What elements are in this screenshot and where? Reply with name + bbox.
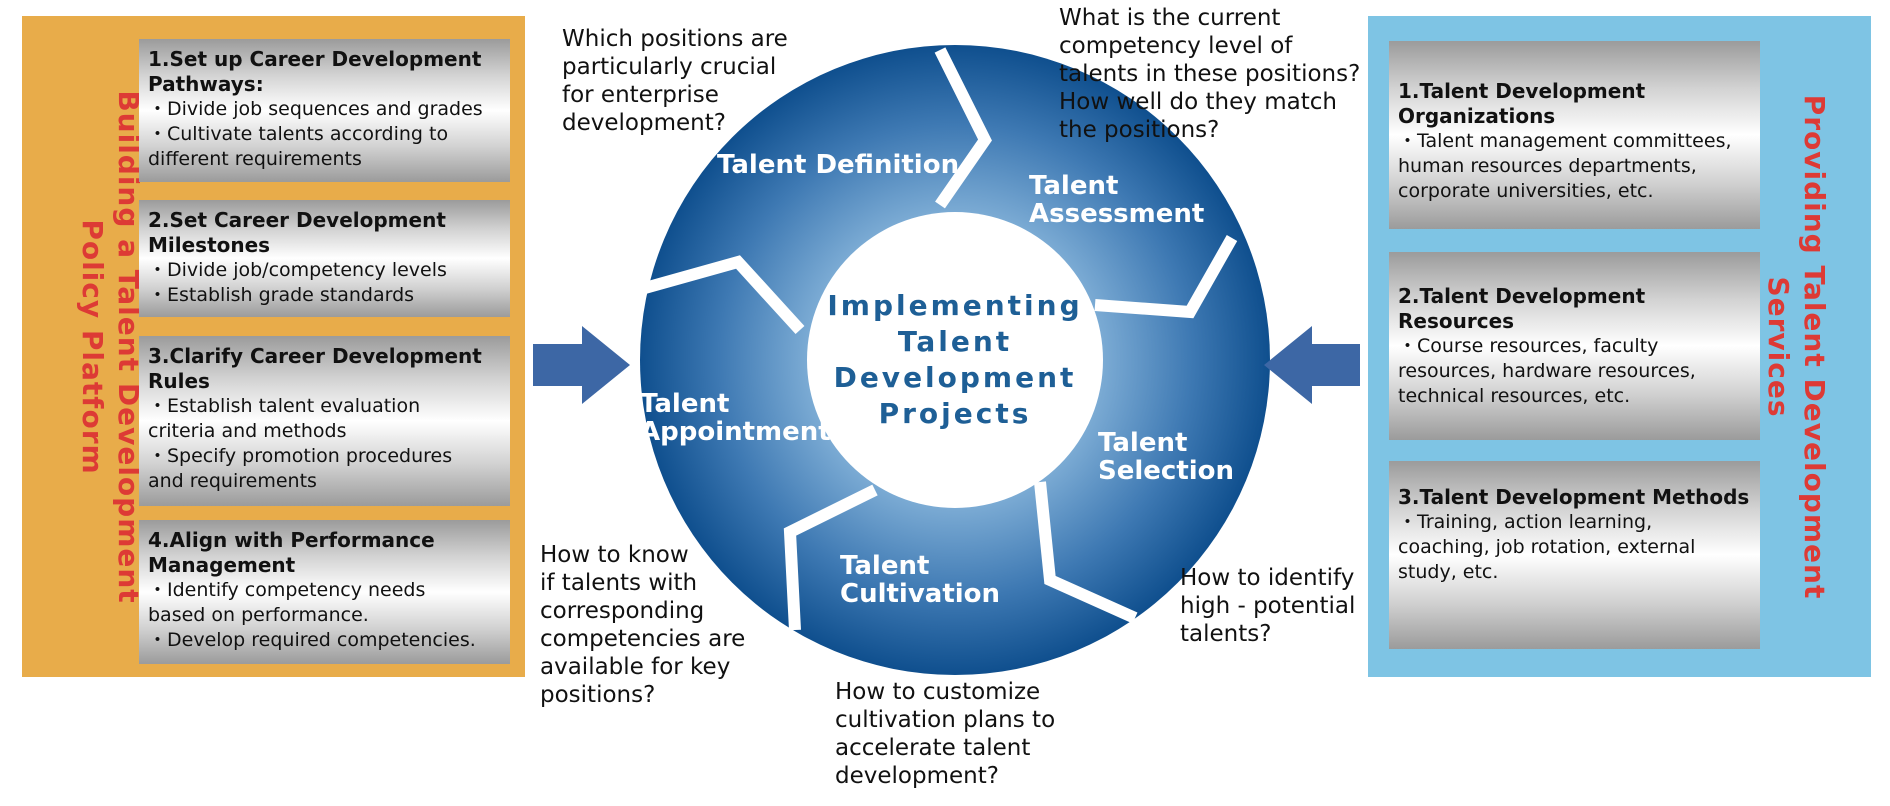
card-title: 1.Set up Career Development [148,47,482,71]
separator-cultivation-appointment [783,484,878,631]
card-title: Organizations [1398,104,1556,128]
card-title: 2.Set Career Development [148,208,446,232]
development-resources-card: 2.Talent Development Resources ・Course r… [1389,252,1760,440]
card-text: different requirements [148,148,362,170]
card-text: ・Establish talent evaluation [148,395,421,417]
card-text: ・Identify competency needs [148,579,426,601]
stage-talent-selection: Talent Selection [1098,428,1235,486]
center-title: Implementing Talent Development Projects [827,289,1083,430]
card-text: ・Cultivate talents according to [148,123,449,145]
career-pathways-card: 1.Set up Career Development Pathways: ・D… [139,39,510,182]
development-methods-card: 3.Talent Development Methods ・Training, … [1389,461,1760,649]
performance-management-card: 4.Align with Performance Management ・Ide… [139,520,510,664]
stage-talent-cultivation: Talent Cultivation [840,551,1001,609]
stage-talent-appointment: Talent Appointment [640,389,831,447]
separator-assessment-selection [1094,235,1238,319]
separator-appointment-definition [643,255,805,335]
card-text: ・Develop required competencies. [148,629,476,651]
card-text: based on performance. [148,604,369,626]
card-text: ・Course resources, faculty [1398,335,1659,357]
card-text: ・Divide job sequences and grades [148,98,483,120]
question-selection: How to identify high - potential talents… [1180,565,1356,647]
left-arrow-icon [533,326,630,404]
card-title: Resources [1398,309,1515,333]
card-text: coaching, job rotation, external [1398,536,1696,558]
card-text: ・Divide job/competency levels [148,259,447,281]
question-assessment: What is the current competency level of … [1059,5,1361,143]
stage-talent-assessment: Talent Assessment [1029,171,1205,229]
card-title: Milestones [148,233,271,257]
question-definition: Which positions are particularly crucial… [562,26,788,136]
card-text: ・Establish grade standards [148,284,415,306]
card-title: Management [148,553,296,577]
stage-talent-definition: Talent Definition [717,150,960,180]
card-title: 3.Talent Development Methods [1398,485,1750,509]
career-milestones-card: 2.Set Career Development Milestones ・Div… [139,200,510,317]
card-title: 3.Clarify Career Development [148,344,482,368]
card-title: Pathways: [148,72,264,96]
card-text: criteria and methods [148,420,347,442]
card-text: study, etc. [1398,561,1499,583]
card-text: human resources departments, [1398,155,1697,177]
career-rules-card: 3.Clarify Career Development Rules ・Esta… [139,336,510,506]
card-text: ・Talent management committees, [1398,130,1732,152]
card-title: Rules [148,369,210,393]
card-text: ・Specify promotion procedures [148,445,453,467]
card-text: corporate universities, etc. [1398,180,1654,202]
separator-definition-assessment [934,47,992,209]
question-cultivation: How to customize cultivation plans to ac… [835,679,1056,789]
development-organizations-card: 1.Talent Development Organizations ・Tale… [1389,41,1760,229]
question-appointment: How to know if talents with correspondin… [540,542,746,708]
card-text: resources, hardware resources, [1398,360,1696,382]
card-title: 2.Talent Development [1398,284,1646,308]
card-text: and requirements [148,470,317,492]
right-arrow-icon [1264,326,1360,404]
card-text: ・Training, action learning, [1398,511,1653,533]
card-title: 4.Align with Performance [148,528,435,552]
card-text: technical resources, etc. [1398,385,1631,407]
card-title: 1.Talent Development [1398,79,1646,103]
cycle-center [807,212,1103,508]
policy-platform-panel: Building a Talent Development Policy Pla… [22,16,525,677]
development-services-panel: Providing Talent Development Services 1.… [1368,16,1871,677]
separator-selection-cultivation [1034,481,1138,624]
